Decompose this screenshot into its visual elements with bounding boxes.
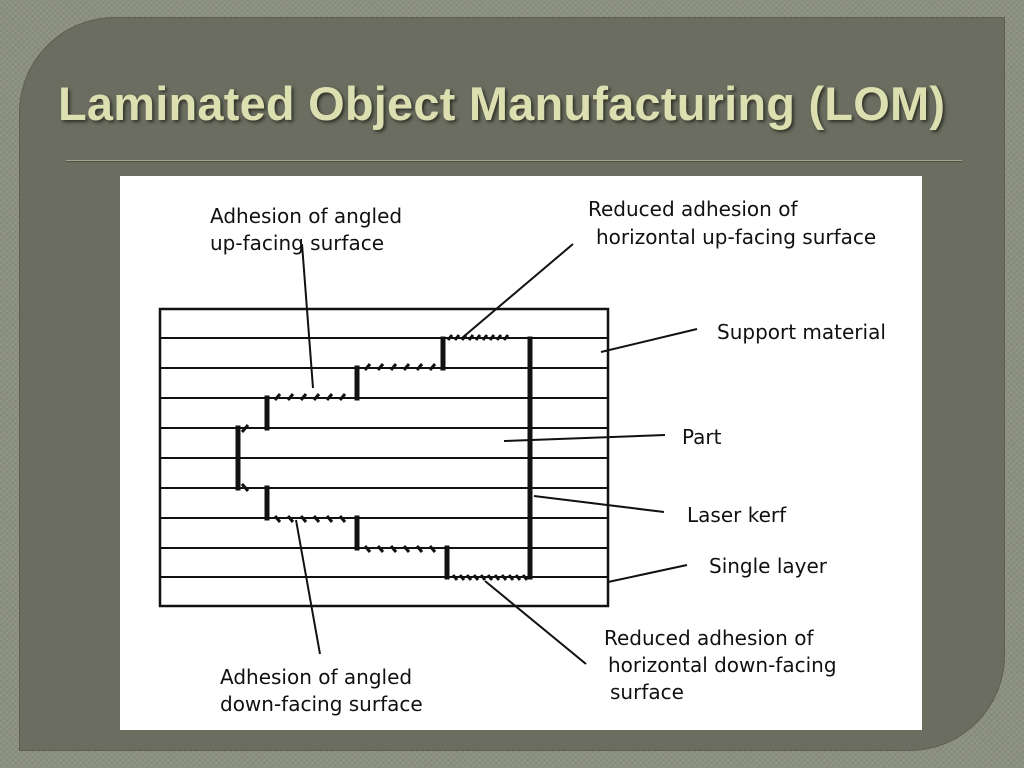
label-part: Part [682, 425, 722, 449]
part-outline [235, 336, 533, 580]
lom-diagram: Adhesion of angled up-facing surface Red… [120, 176, 922, 730]
label-horizontal-up-line1: Reduced adhesion of [588, 197, 798, 221]
label-angled-down-line2: down-facing surface [220, 692, 423, 716]
leader-horizontal-up [461, 243, 574, 339]
leader-angled-down [295, 519, 321, 655]
slide-panel: Laminated Object Manufacturing (LOM) [20, 18, 1004, 750]
leader-horizontal-down [484, 580, 587, 665]
hatch-horizontal-up [446, 334, 510, 341]
hatch-angled-up [240, 424, 250, 433]
hatch-horizontal-down [451, 574, 529, 581]
label-single-layer: Single layer [709, 554, 828, 578]
lom-diagram-svg: Adhesion of angled up-facing surface Red… [158, 197, 886, 716]
label-angled-up-line2: up-facing surface [210, 231, 384, 255]
label-horizontal-down-line2: horizontal down-facing [608, 653, 837, 677]
hatch-angled-down [273, 515, 347, 523]
label-horizontal-down-line3: surface [610, 680, 684, 704]
leader-support-material [600, 328, 698, 353]
label-horizontal-down-line1: Reduced adhesion of [604, 626, 814, 650]
hatch-angled-up [273, 393, 347, 401]
leader-laser-kerf [533, 495, 665, 513]
label-support-material: Support material [717, 320, 886, 344]
label-angled-down-line1: Adhesion of angled [220, 665, 412, 689]
layer-dividers [160, 337, 608, 578]
hatch-angled-up [363, 363, 437, 371]
leader-part [503, 434, 666, 442]
title-divider [66, 160, 962, 161]
slide-title: Laminated Object Manufacturing (LOM) [58, 77, 946, 130]
label-horizontal-up-line2: horizontal up-facing surface [596, 225, 876, 249]
leader-lines [295, 243, 698, 665]
label-laser-kerf: Laser kerf [687, 503, 787, 527]
label-angled-up-line1: Adhesion of angled [210, 204, 402, 228]
hatch-angled-down [363, 545, 437, 553]
leader-angled-up [301, 243, 314, 389]
hatch-angled-down [240, 483, 250, 492]
leader-single-layer [607, 564, 688, 583]
